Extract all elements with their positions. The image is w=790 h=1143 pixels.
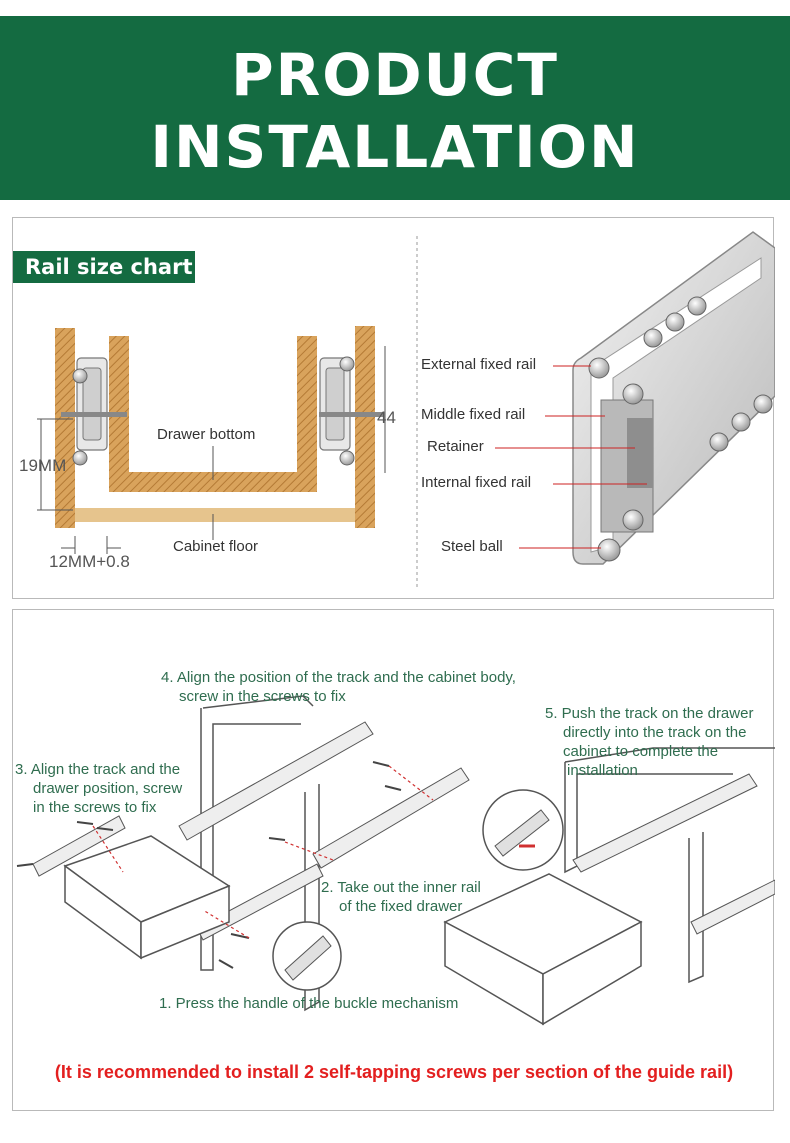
dimension-19mm: 19MM [19, 456, 67, 475]
step-3-line-1: 3. Align the track and the [15, 761, 181, 778]
step-2-line-2: of the fixed drawer [339, 898, 463, 915]
left-rail-section [61, 357, 127, 466]
rail-cross-section [572, 231, 775, 565]
part-label-retainer: Retainer [427, 438, 484, 455]
right-side-rail [690, 879, 775, 935]
drawer-body [109, 336, 317, 492]
dimension-44: 44 [377, 408, 396, 427]
part-label-steel-ball: Steel ball [441, 538, 503, 555]
step-1-instruction: 1. Press the handle of the buckle mechan… [159, 995, 459, 1012]
step-2-line-1: 2. Take out the inner rail [321, 879, 481, 896]
step-5-line-2: directly into the track on the [563, 724, 747, 741]
cabinet-floor [75, 508, 355, 522]
banner-title-line-1: PRODUCT [231, 41, 559, 109]
drawer-bottom-label: Drawer bottom [157, 426, 256, 443]
right-cabinet-rail [572, 773, 758, 873]
rail-size-chart-panel: Rail size chart [12, 217, 775, 599]
step-3-line-2: drawer position, screw [33, 780, 183, 797]
right-rail-section [319, 356, 383, 466]
step-4-instruction: 4. Align the position of the track and t… [161, 668, 516, 706]
dimension-12mm: 12MM+0.8 [49, 552, 130, 571]
left-cabinet-wall [55, 328, 75, 528]
step-5-line-3: cabinet to complete the [563, 743, 719, 760]
recommendation-note: (It is recommended to install 2 self-tap… [54, 1062, 734, 1082]
installation-illustration [16, 695, 775, 1026]
part-label-internal-fixed-rail: Internal fixed rail [421, 474, 532, 491]
banner-title-line-2: INSTALLATION [150, 113, 640, 181]
left-drawer-box [63, 835, 231, 960]
right-drawer-box [443, 873, 643, 1026]
installation-steps-panel: 4. Align the position of the track and t… [12, 609, 775, 1111]
step-5-instruction: 5. Push the track on the drawer directly… [545, 704, 753, 780]
screws [16, 761, 402, 969]
title-banner: PRODUCT INSTALLATION [0, 16, 790, 200]
step-5-line-1: 5. Push the track on the drawer [545, 705, 754, 722]
rail-size-diagram [37, 231, 775, 588]
step-5-line-4: installation [567, 762, 638, 779]
cabinet-floor-label: Cabinet floor [173, 538, 259, 555]
part-label-middle-fixed-rail: Middle fixed rail [421, 406, 526, 423]
step-4-line-1: 4. Align the position of the track and t… [161, 669, 516, 686]
right-cabinet-wall [355, 326, 375, 528]
step-3-instruction: 3. Align the track and the drawer positi… [15, 760, 182, 817]
step-3-line-3: in the screws to fix [33, 799, 157, 816]
part-label-external-fixed-rail: External fixed rail [421, 356, 537, 373]
step-2-instruction: 2. Take out the inner rail of the fixed … [321, 878, 481, 916]
alignment-guides [92, 765, 434, 939]
step-4-line-2: screw in the screws to fix [179, 688, 346, 705]
rail-size-chart-tag: Rail size chart [13, 251, 195, 283]
